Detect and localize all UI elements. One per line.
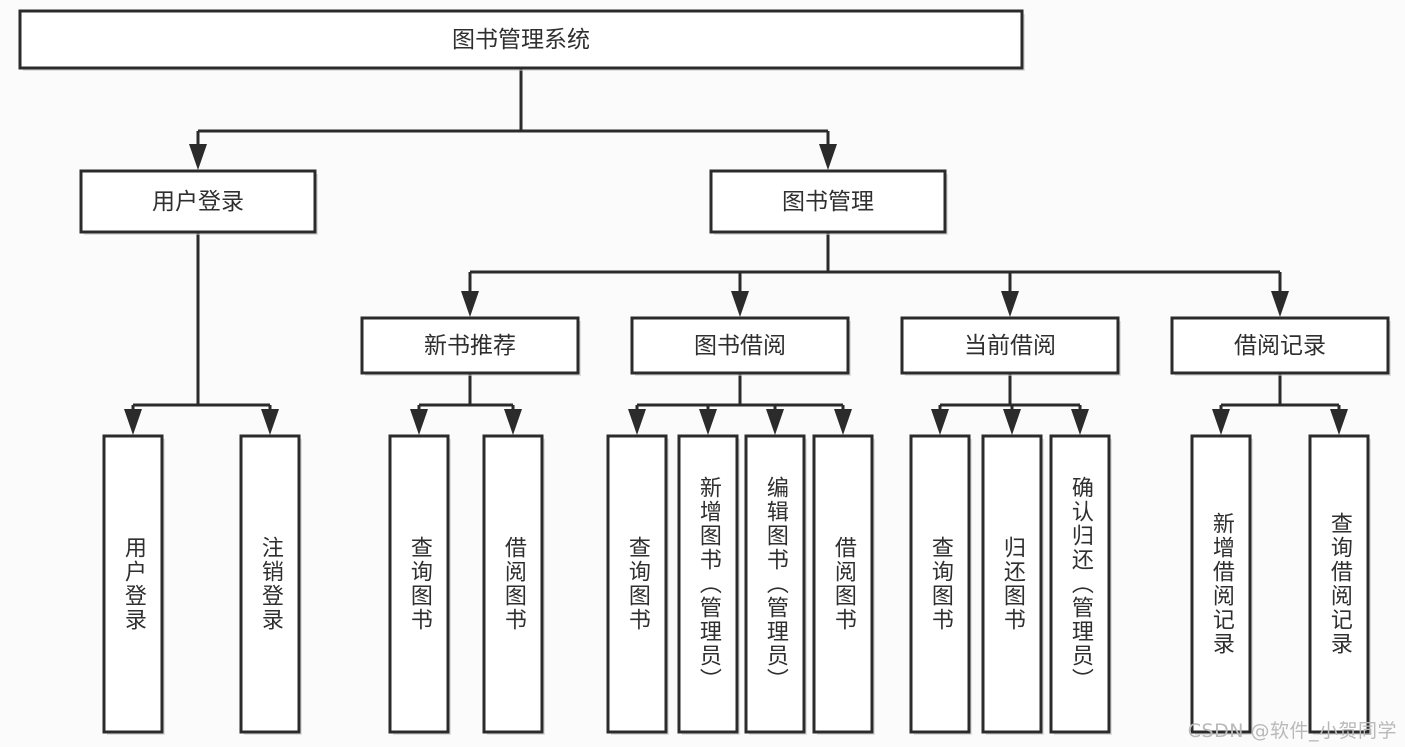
node-root-book-management-system[interactable] xyxy=(18,9,1024,70)
node-new-book-recommend[interactable] xyxy=(360,316,580,375)
edge-new-book-arrow-1 xyxy=(504,409,522,435)
node-root-book-management-system-label: 图书管理系统 xyxy=(452,27,590,53)
node-leaf-borrow-book-1[interactable] xyxy=(482,434,544,734)
node-leaf-add-book[interactable] xyxy=(677,434,739,734)
node-book-borrow[interactable] xyxy=(630,316,850,375)
node-borrow-record[interactable] xyxy=(1170,316,1390,375)
edge-book-borrow-arrow-3 xyxy=(834,409,852,435)
node-leaf-user-login[interactable] xyxy=(102,434,164,734)
edge-book-manage-arrow-1 xyxy=(731,291,749,317)
edge-borrow-record-arrow-1 xyxy=(1330,409,1348,435)
edge-root-arrow-1 xyxy=(819,144,837,170)
node-user-login-label: 用户登录 xyxy=(152,189,244,215)
edge-book-borrow-arrow-2 xyxy=(766,409,784,435)
node-leaf-query-book-3[interactable] xyxy=(909,434,971,734)
node-leaf-query-book-2[interactable] xyxy=(606,434,668,734)
node-new-book-recommend-label: 新书推荐 xyxy=(424,333,516,359)
edge-book-borrow-arrow-0 xyxy=(628,409,646,435)
edge-user-login-arrow-1 xyxy=(261,409,279,435)
node-leaf-logout[interactable] xyxy=(239,434,301,734)
connector-layer xyxy=(124,68,1348,435)
node-leaf-confirm-return[interactable] xyxy=(1049,434,1111,734)
node-current-borrow-label: 当前借阅 xyxy=(964,333,1056,359)
edge-book-manage-arrow-0 xyxy=(461,291,479,317)
node-leaf-edit-book[interactable] xyxy=(744,434,806,734)
node-leaf-query-book-1[interactable] xyxy=(388,434,450,734)
node-leaf-add-record[interactable] xyxy=(1190,434,1252,734)
edge-current-borrow-arrow-2 xyxy=(1071,409,1089,435)
box-layer xyxy=(18,9,1391,735)
edge-current-borrow-arrow-1 xyxy=(1003,409,1021,435)
node-book-management-label: 图书管理 xyxy=(782,189,874,215)
edge-book-manage-arrow-2 xyxy=(1001,291,1019,317)
edge-new-book-arrow-0 xyxy=(410,409,428,435)
node-leaf-query-record[interactable] xyxy=(1308,434,1370,734)
node-borrow-record-label: 借阅记录 xyxy=(1234,333,1326,359)
node-user-login[interactable] xyxy=(79,169,317,234)
node-leaf-borrow-book-2[interactable] xyxy=(812,434,874,734)
edge-user-login-arrow-0 xyxy=(124,409,142,435)
node-leaf-return-book[interactable] xyxy=(981,434,1043,734)
edge-book-manage-arrow-3 xyxy=(1271,291,1289,317)
edge-book-borrow-arrow-1 xyxy=(699,409,717,435)
node-current-borrow[interactable] xyxy=(900,316,1120,375)
edge-borrow-record-arrow-0 xyxy=(1212,409,1230,435)
node-book-borrow-label: 图书借阅 xyxy=(694,333,786,359)
node-book-management[interactable] xyxy=(709,169,947,234)
edge-root-arrow-0 xyxy=(189,144,207,170)
edge-current-borrow-arrow-0 xyxy=(931,409,949,435)
